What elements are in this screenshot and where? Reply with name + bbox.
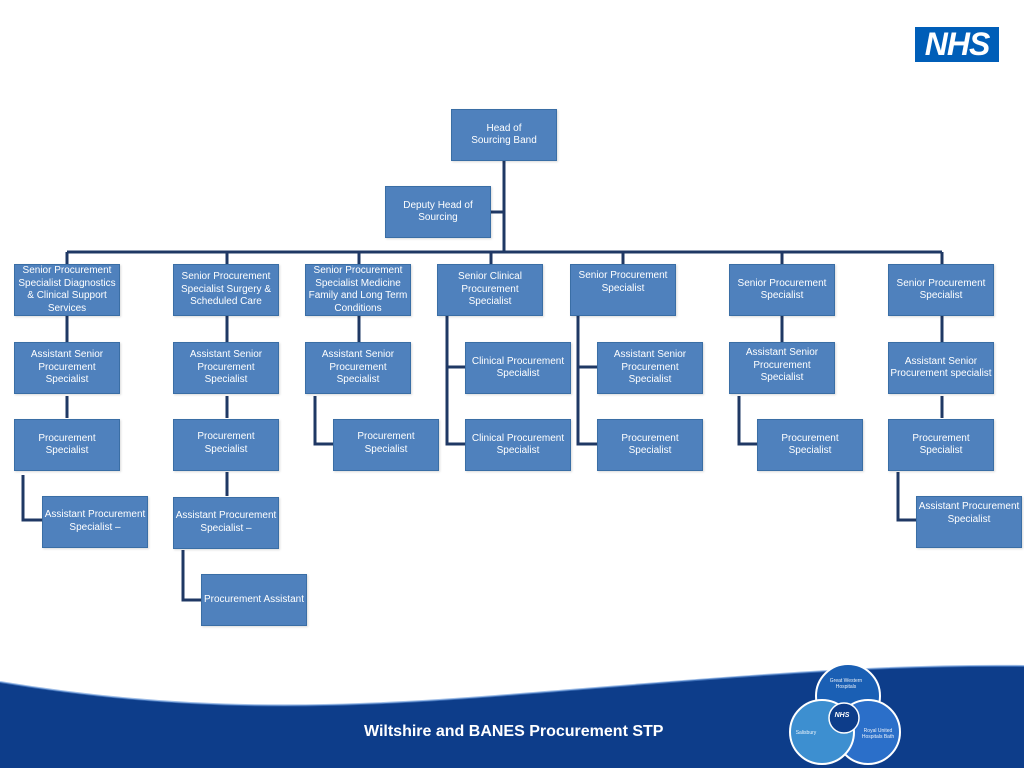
org-box-asps-7: Assistant Senior Procurement specialist xyxy=(888,342,994,394)
emblem-nhs-text: NHS xyxy=(834,712,850,719)
org-box-head-of-sourcing: Head of Sourcing Band xyxy=(451,109,557,161)
org-box-procurement-assistant: Procurement Assistant xyxy=(201,574,307,626)
connector-col6-b xyxy=(737,396,757,446)
connector-col2-d xyxy=(181,550,201,602)
footer-wave-shape xyxy=(0,665,1024,768)
org-box-ps-6: Procurement Specialist xyxy=(757,419,863,471)
org-box-clinical-ps-2: Clinical Procurement Specialist xyxy=(465,419,571,471)
org-box-aps-1: Assistant Procurement Specialist – xyxy=(42,496,148,548)
org-box-aps-2: Assistant Procurement Specialist – xyxy=(173,497,279,549)
org-box-sps-surgery: Senior Procurement Specialist Surgery & … xyxy=(173,264,279,316)
org-box-asps-5: Assistant Senior Procurement Specialist xyxy=(597,342,703,394)
emblem-seg-top-text: Great Western Hospitals xyxy=(829,678,863,690)
connector-col5 xyxy=(576,316,597,446)
org-box-asps-3: Assistant Senior Procurement Specialist xyxy=(305,342,411,394)
connector-col7-c xyxy=(896,472,916,522)
org-box-senior-clinical-ps: Senior Clinical Procurement Specialist xyxy=(437,264,543,316)
connector-col1-c xyxy=(21,475,42,522)
footer-title: Wiltshire and BANES Procurement STP xyxy=(364,723,664,740)
nhs-logo: NHS xyxy=(915,27,999,62)
emblem-center xyxy=(828,702,860,734)
org-box-sps-6: Senior Procurement Specialist xyxy=(729,264,835,316)
org-box-sps-diagnostics: Senior Procurement Specialist Diagnostic… xyxy=(14,264,120,316)
emblem-seg-left-text: Salisbury xyxy=(795,730,817,736)
org-box-ps-7: Procurement Specialist xyxy=(888,419,994,471)
org-box-ps-1: Procurement Specialist xyxy=(14,419,120,471)
org-box-clinical-ps-1: Clinical Procurement Specialist xyxy=(465,342,571,394)
org-box-asps-2: Assistant Senior Procurement Specialist xyxy=(173,342,279,394)
org-box-ps-3: Procurement Specialist xyxy=(333,419,439,471)
connector-col4 xyxy=(445,316,465,446)
org-box-sps-medicine: Senior Procurement Specialist Medicine F… xyxy=(305,264,411,316)
org-box-aps-7: Assistant Procurement Specialist xyxy=(916,496,1022,548)
org-box-asps-1: Assistant Senior Procurement Specialist xyxy=(14,342,120,394)
org-box-sps-5: Senior Procurement Specialist xyxy=(570,264,676,316)
org-box-asps-6: Assistant Senior Procurement Specialist xyxy=(729,342,835,394)
org-box-deputy-head: Deputy Head of Sourcing xyxy=(385,186,491,238)
connector-lines xyxy=(21,160,944,602)
emblem-seg-right-text: Royal United Hospitals Bath xyxy=(861,728,895,740)
footer-wave-banner xyxy=(0,664,1024,768)
org-box-ps-2: Procurement Specialist xyxy=(173,419,279,471)
stp-emblem xyxy=(789,663,901,765)
connector-col3-b xyxy=(313,396,333,446)
org-box-ps-5: Procurement Specialist xyxy=(597,419,703,471)
footer-wave-highlight xyxy=(0,664,1024,707)
org-box-sps-7: Senior Procurement Specialist xyxy=(888,264,994,316)
